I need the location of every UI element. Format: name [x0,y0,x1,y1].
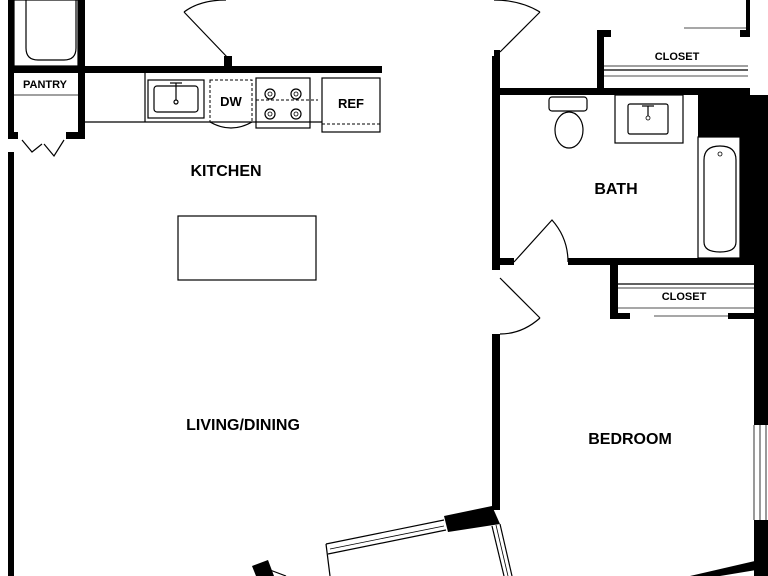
bay-window [491,523,513,576]
dishwasher-label: DW [220,94,242,109]
kitchen-label: KITCHEN [190,163,261,180]
kitchen-sink-icon [147,79,205,119]
closet-bedroom-label: CLOSET [662,291,707,303]
entry-double-door [183,0,541,66]
bathtub-icon [697,136,741,259]
bedroom-label: BEDROOM [588,431,672,448]
kitchen-island [177,215,317,281]
bath-label: BATH [594,181,637,198]
kitchen-counter: DW REF [85,73,381,133]
pantry-label: PANTRY [23,79,68,91]
pantry: PANTRY [14,79,78,158]
refrigerator-icon: REF [321,77,381,133]
bedroom-window [753,425,767,520]
living-dining-label: LIVING/DINING [186,417,300,434]
bath-sink-icon [614,94,684,144]
top-closet: CLOSET [604,27,748,77]
closet-top-label: CLOSET [655,51,700,63]
bedroom-closet: CLOSET [618,283,754,317]
bath: BATH [513,94,741,263]
bottom-left-door-edge [269,569,287,576]
toilet-icon [548,96,588,149]
dishwasher-icon: DW [209,79,253,129]
bedroom-door [499,277,541,335]
walls [8,0,768,576]
range-icon [255,77,318,129]
refrigerator-label: REF [338,96,364,111]
top-left-fixture [13,0,79,67]
sliding-door [325,519,447,576]
